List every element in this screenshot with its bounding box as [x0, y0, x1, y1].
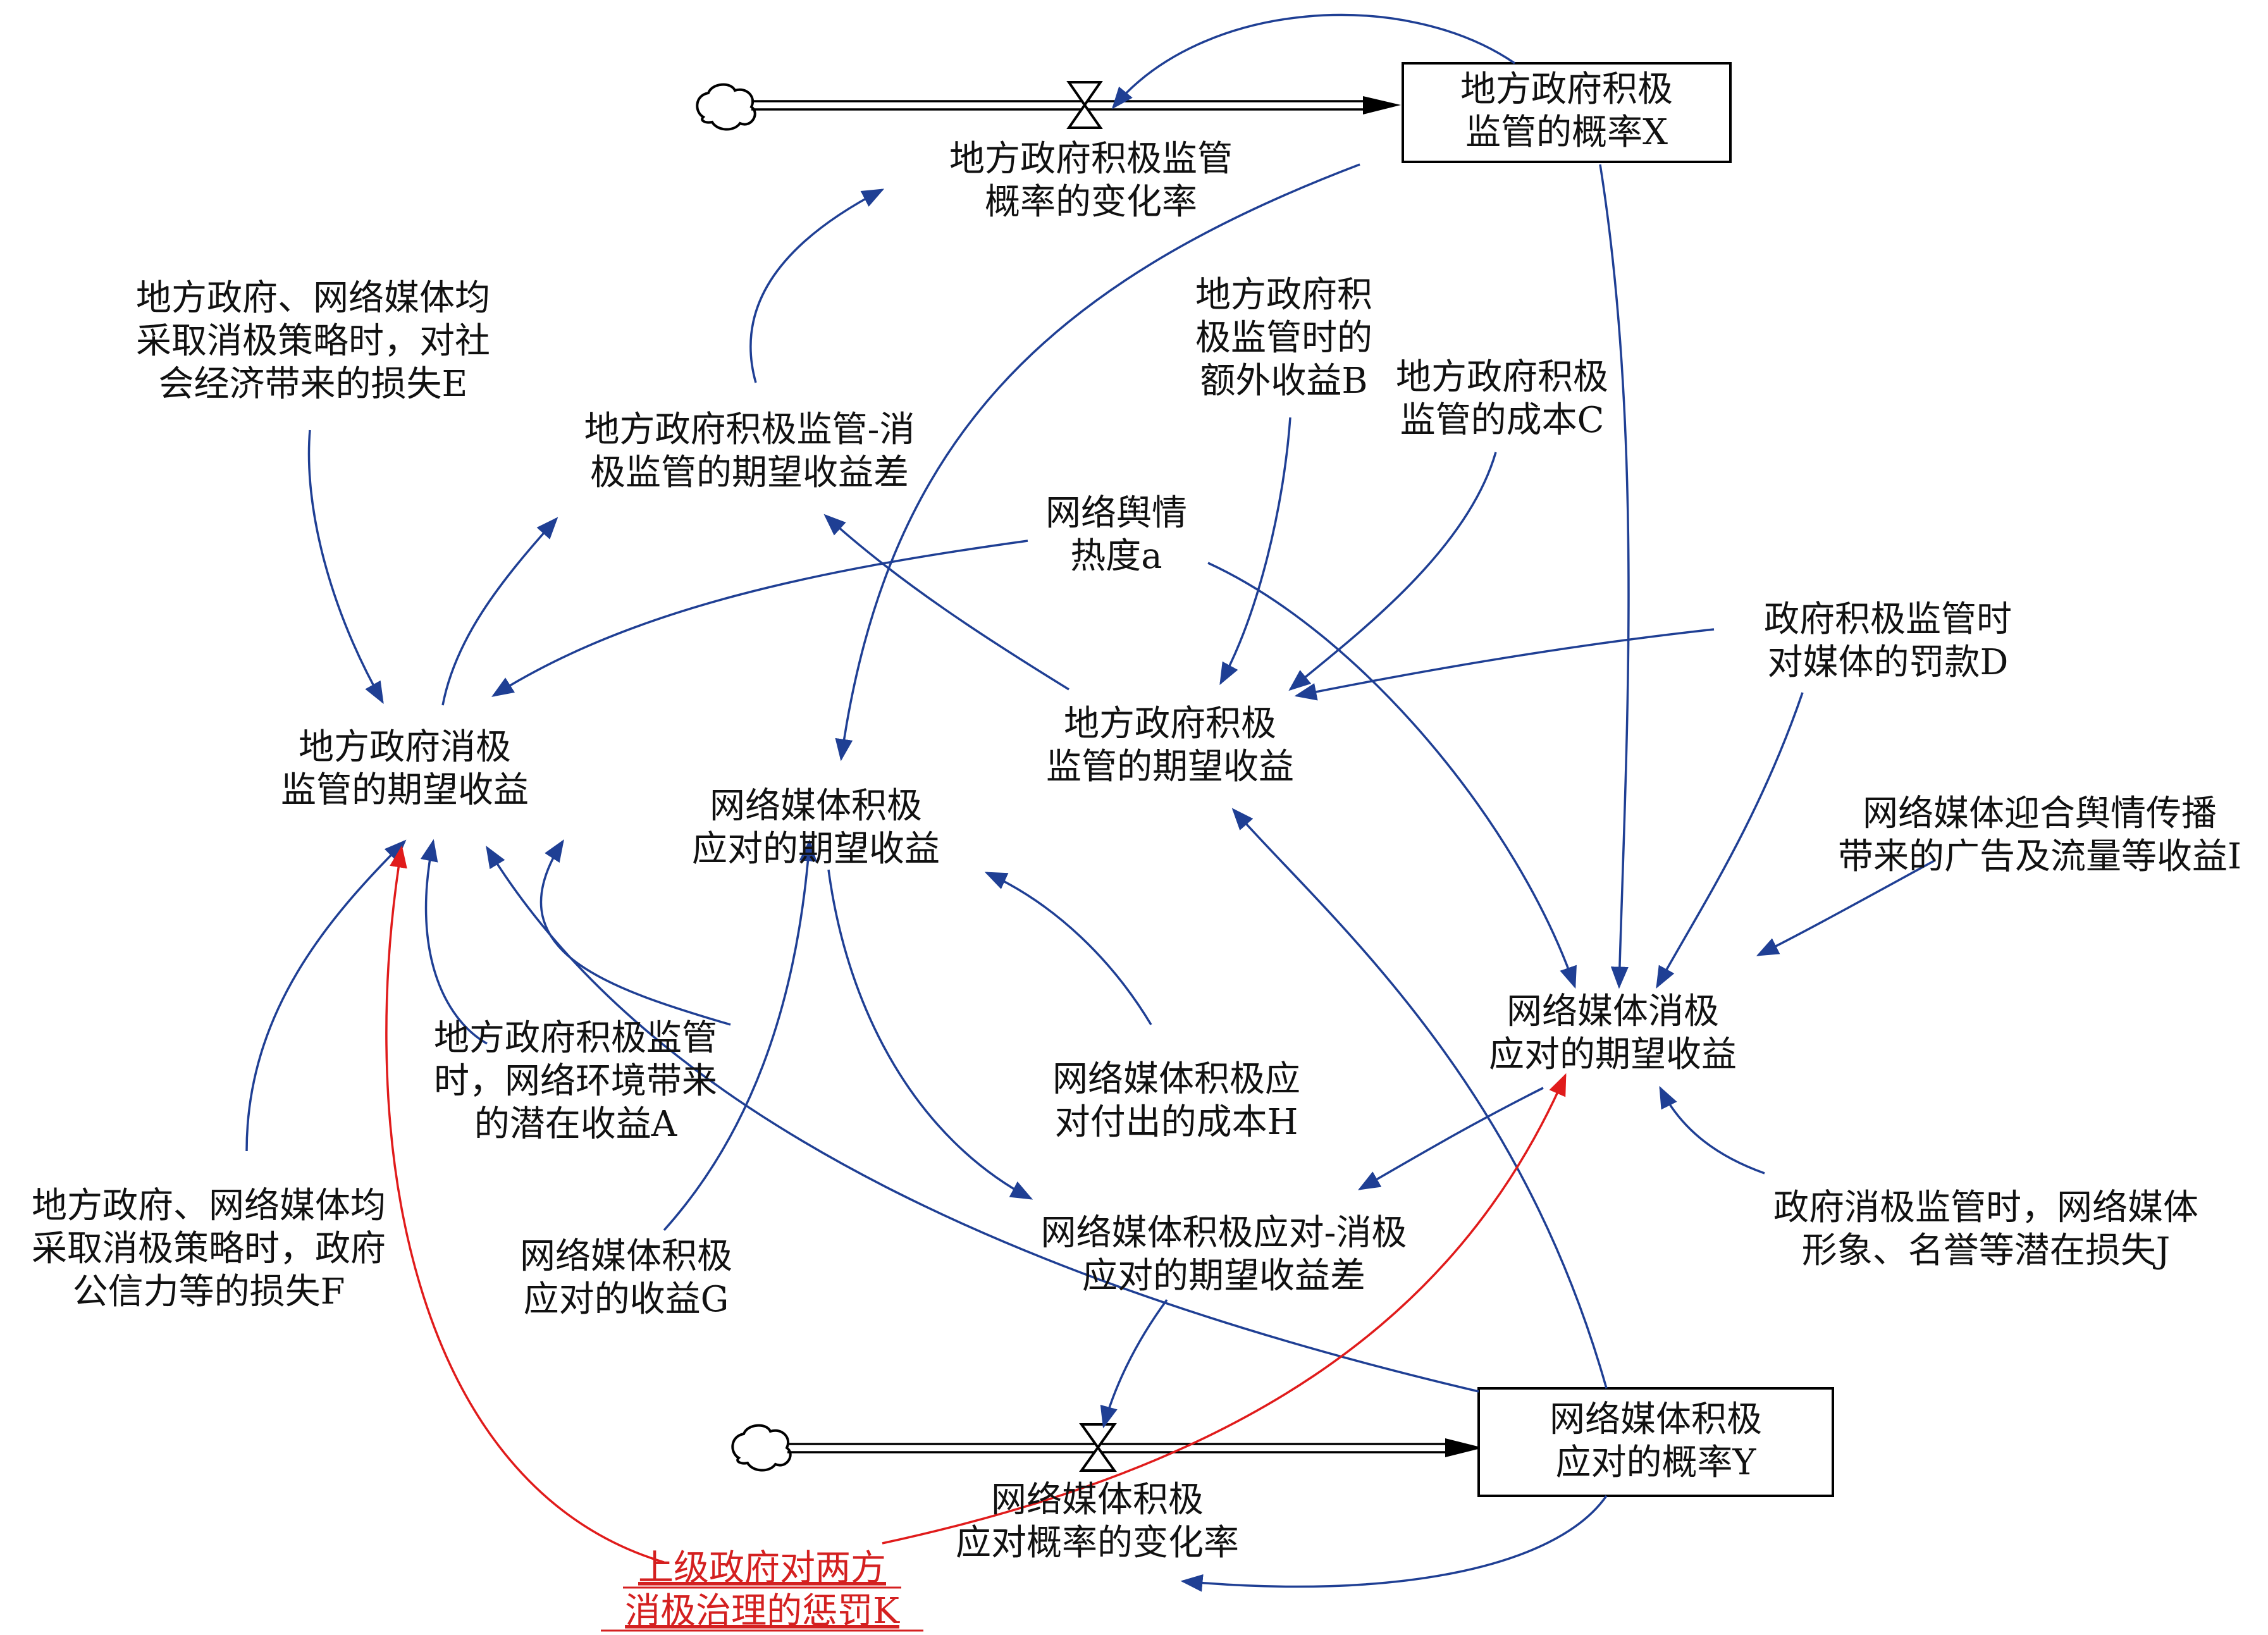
- svg-text:监管的期望收益: 监管的期望收益: [1046, 746, 1294, 787]
- svg-text:应对的期望收益差: 应对的期望收益差: [1082, 1256, 1365, 1297]
- svg-text:网络舆情: 网络舆情: [1045, 493, 1187, 534]
- valve-y-icon: [1079, 1423, 1117, 1472]
- causal-links: [245, 13, 1936, 1592]
- variable-ad-i: 网络媒体迎合舆情传播 带来的广告及流量等收益I: [1838, 793, 2241, 877]
- svg-text:地方政府积极监管: 地方政府积极监管: [434, 1018, 717, 1059]
- svg-text:公信力等的损失F: 公信力等的损失F: [73, 1271, 345, 1312]
- source-cloud-y-icon: [731, 1424, 792, 1472]
- svg-text:监管的成本C: 监管的成本C: [1400, 400, 1605, 441]
- svg-text:监管的概率X: 监管的概率X: [1465, 112, 1668, 153]
- variable-gov-diff: 地方政府积极监管-消 极监管的期望收益差: [584, 409, 915, 493]
- svg-text:热度a: 热度a: [1070, 536, 1162, 577]
- stock-box-x: [1402, 62, 1732, 163]
- svg-text:应对的概率Y: 应对的概率Y: [1556, 1442, 1757, 1483]
- penalty-links: [385, 845, 1567, 1564]
- variable-gain-b: 地方政府积 极监管时的 额外收益B: [1195, 275, 1372, 402]
- svg-text:形象、名誉等潜在损失J: 形象、名誉等潜在损失J: [1802, 1230, 2170, 1271]
- variable-loss-f: 地方政府、网络媒体均 采取消极策略时，政府 公信力等的损失F: [32, 1185, 386, 1312]
- svg-text:应对的收益G: 应对的收益G: [524, 1279, 729, 1320]
- svg-text:带来的广告及流量等收益I: 带来的广告及流量等收益I: [1838, 836, 2241, 877]
- variable-gov-pos-payoff: 地方政府积极 监管的期望收益: [1046, 703, 1294, 787]
- svg-text:时，网络环境带来: 时，网络环境带来: [434, 1061, 717, 1102]
- variable-cost-c: 地方政府积极 监管的成本C: [1396, 357, 1608, 441]
- svg-text:对付出的成本H: 对付出的成本H: [1055, 1102, 1298, 1143]
- variable-penalty-k: 上级政府对两方 消极治理的惩罚K: [601, 1548, 923, 1632]
- svg-text:极监管时的: 极监管时的: [1195, 318, 1372, 359]
- svg-text:政府消极监管时，网络媒体: 政府消极监管时，网络媒体: [1773, 1187, 2198, 1228]
- variable-loss-j: 政府消极监管时，网络媒体 形象、名誉等潜在损失J: [1773, 1187, 2198, 1271]
- svg-text:会经济带来的损失E: 会经济带来的损失E: [159, 364, 468, 405]
- variable-media-neg-payoff: 网络媒体消极 应对的期望收益: [1489, 991, 1737, 1075]
- svg-text:地方政府积极: 地方政府积极: [1396, 357, 1608, 398]
- svg-text:地方政府消极: 地方政府消极: [299, 727, 511, 768]
- svg-text:上级政府对两方: 上级政府对两方: [638, 1548, 886, 1589]
- svg-text:网络媒体积极: 网络媒体积极: [710, 786, 922, 827]
- svg-text:采取消极策略时，对社: 采取消极策略时，对社: [136, 321, 490, 362]
- svg-text:网络媒体迎合舆情传播: 网络媒体迎合舆情传播: [1863, 793, 2217, 834]
- stock-box-y: [1477, 1387, 1834, 1497]
- variable-gov-neg-payoff: 地方政府消极 监管的期望收益: [281, 727, 529, 811]
- svg-text:对媒体的罚款D: 对媒体的罚款D: [1768, 642, 2009, 683]
- svg-text:地方政府积极: 地方政府积极: [1064, 703, 1276, 744]
- flow-pipe-y: [731, 1423, 1483, 1472]
- svg-text:地方政府积极监管: 地方政府积极监管: [949, 139, 1233, 180]
- svg-text:额外收益B: 额外收益B: [1200, 361, 1367, 402]
- source-cloud-x-icon: [696, 83, 756, 131]
- flow-pipe-x: [696, 81, 1401, 131]
- variable-loss-e: 地方政府、网络媒体均 采取消极策略时，对社 会经济带来的损失E: [136, 278, 490, 405]
- svg-text:政府积极监管时: 政府积极监管时: [1764, 599, 2012, 640]
- svg-text:地方政府、网络媒体均: 地方政府、网络媒体均: [136, 278, 490, 319]
- svg-text:地方政府积极监管-消: 地方政府积极监管-消: [584, 409, 915, 450]
- svg-text:网络媒体积极: 网络媒体积极: [1550, 1399, 1762, 1440]
- svg-text:网络媒体积极: 网络媒体积极: [520, 1236, 732, 1277]
- variable-gain-a: 地方政府积极监管 时，网络环境带来 的潜在收益A: [434, 1018, 717, 1145]
- stock-x-label: 地方政府积极 监管的概率X: [1460, 69, 1673, 153]
- rate-y-label: 网络媒体积极 应对概率的变化率: [956, 1479, 1239, 1564]
- variable-media-diff: 网络媒体积极应对-消极 应对的期望收益差: [1041, 1212, 1407, 1297]
- variable-fine-d: 政府积极监管时 对媒体的罚款D: [1764, 599, 2012, 683]
- svg-text:采取消极策略时，政府: 采取消极策略时，政府: [32, 1228, 386, 1269]
- svg-text:消极治理的惩罚K: 消极治理的惩罚K: [625, 1591, 900, 1632]
- svg-text:极监管的期望收益差: 极监管的期望收益差: [590, 452, 909, 493]
- rate-x-label: 地方政府积极监管 概率的变化率: [949, 139, 1233, 223]
- svg-text:地方政府积: 地方政府积: [1195, 275, 1372, 316]
- svg-text:概率的变化率: 概率的变化率: [985, 182, 1197, 223]
- valve-x-icon: [1066, 81, 1103, 129]
- svg-text:网络媒体消极: 网络媒体消极: [1507, 991, 1719, 1032]
- svg-text:网络媒体积极: 网络媒体积极: [991, 1479, 1204, 1521]
- variable-cost-h: 网络媒体积极应 对付出的成本H: [1052, 1059, 1300, 1143]
- variable-gain-g: 网络媒体积极 应对的收益G: [520, 1236, 732, 1320]
- svg-text:应对的期望收益: 应对的期望收益: [692, 829, 940, 870]
- svg-text:网络媒体积极应: 网络媒体积极应: [1052, 1059, 1300, 1100]
- svg-text:地方政府、网络媒体均: 地方政府、网络媒体均: [32, 1185, 386, 1226]
- variable-heat-a: 网络舆情 热度a: [1045, 493, 1187, 577]
- variable-media-pos-payoff: 网络媒体积极 应对的期望收益: [692, 786, 940, 870]
- svg-text:应对的期望收益: 应对的期望收益: [1489, 1034, 1737, 1075]
- svg-text:地方政府积极: 地方政府积极: [1460, 69, 1673, 110]
- svg-text:应对概率的变化率: 应对概率的变化率: [956, 1522, 1239, 1564]
- svg-text:的潜在收益A: 的潜在收益A: [474, 1104, 677, 1145]
- stock-y-label: 网络媒体积极 应对的概率Y: [1550, 1399, 1762, 1483]
- svg-text:监管的期望收益: 监管的期望收益: [281, 770, 529, 811]
- svg-text:网络媒体积极应对-消极: 网络媒体积极应对-消极: [1041, 1212, 1407, 1254]
